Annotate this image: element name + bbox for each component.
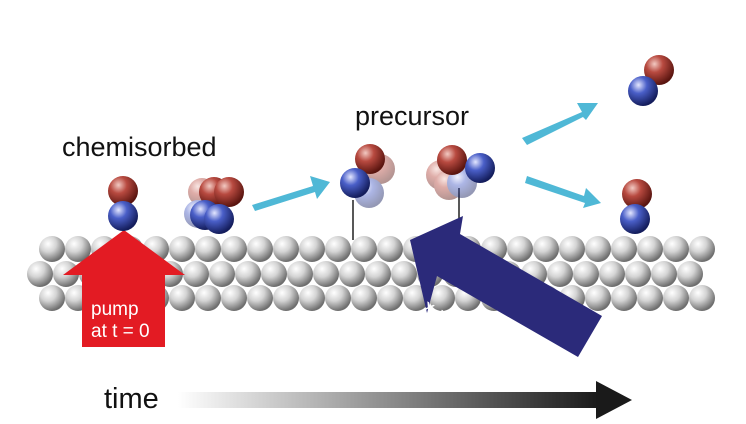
surface-atom (221, 285, 247, 311)
vibrating-molecule (184, 177, 244, 234)
surface-atom (299, 285, 325, 311)
surface-atom (585, 285, 611, 311)
surface-atom (209, 261, 235, 287)
precursor-molecule-1 (340, 144, 395, 240)
desorbed-molecule (628, 55, 674, 106)
surface-atom (247, 236, 273, 262)
surface-atom (325, 236, 351, 262)
surface-atom (663, 285, 689, 311)
surface-atom (169, 236, 195, 262)
surface-atom (533, 236, 559, 262)
surface-atom (313, 261, 339, 287)
surface-atom (339, 261, 365, 287)
surface-atom (299, 236, 325, 262)
surface-atom (27, 261, 53, 287)
motion-arrow-1 (252, 176, 330, 211)
surface-atom (169, 285, 195, 311)
surface-atom (235, 261, 261, 287)
surface-atom (559, 236, 585, 262)
surface-atom (689, 285, 715, 311)
precursor-label: precursor (355, 101, 470, 131)
surface-atom (351, 236, 377, 262)
surface-atom (611, 236, 637, 262)
surface-atom (221, 236, 247, 262)
surface-atom (325, 285, 351, 311)
surface-atom (377, 285, 403, 311)
pump-label-line1: pump (91, 299, 139, 320)
surface-atom (65, 236, 91, 262)
surface-atom (247, 285, 273, 311)
surface-atom (287, 261, 313, 287)
surface-atom (39, 236, 65, 262)
surface-atom (637, 285, 663, 311)
time-label: time (104, 383, 159, 415)
surface-atom (391, 261, 417, 287)
surface-atom (365, 261, 391, 287)
surface-atom (195, 236, 221, 262)
surface-atom (377, 236, 403, 262)
surface-atom (573, 261, 599, 287)
surface-atom (351, 285, 377, 311)
surface-atom (625, 261, 651, 287)
surface-atom (585, 236, 611, 262)
surface-atom (195, 285, 221, 311)
pump-label-line2: at t = 0 (91, 320, 150, 342)
surface-atom (261, 261, 287, 287)
motion-arrow-up (522, 103, 598, 145)
chemisorbed-label: chemisorbed (62, 132, 217, 162)
chemisorbed-molecule (108, 176, 138, 231)
pump-arrow (63, 230, 185, 347)
surface-atom (547, 261, 573, 287)
time-arrow (178, 381, 632, 419)
surface-atom (183, 261, 209, 287)
surface-atom (663, 236, 689, 262)
surface-atom (651, 261, 677, 287)
surface-atom (273, 236, 299, 262)
motion-arrow-down (525, 176, 601, 208)
surface-atom (611, 285, 637, 311)
surface-atom (689, 236, 715, 262)
surface-atom (507, 236, 533, 262)
surface-atom (677, 261, 703, 287)
probe-arrow (410, 216, 602, 357)
surface-atom (429, 285, 455, 311)
readsorbed-molecule (620, 179, 652, 234)
surface-atom (273, 285, 299, 311)
surface-atom (599, 261, 625, 287)
surface-atom (39, 285, 65, 311)
surface-atom (637, 236, 663, 262)
pump-label: pump at t = 0 (91, 299, 150, 343)
